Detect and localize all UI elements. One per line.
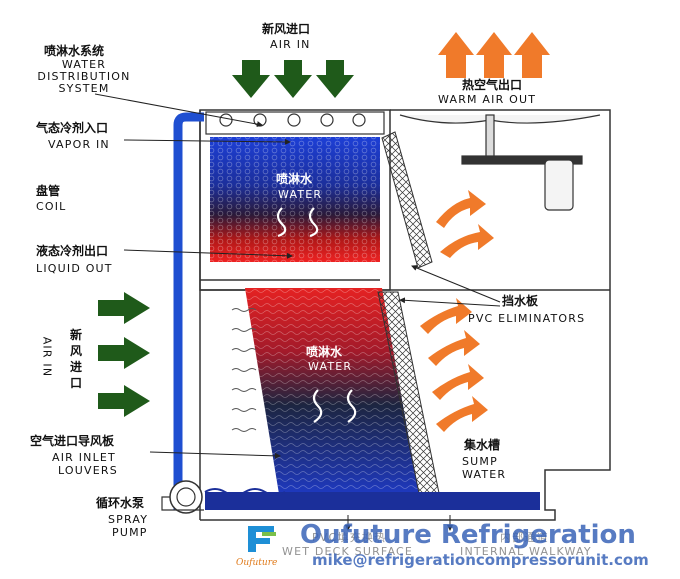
air-in-top-label-cn: 新风进口 bbox=[262, 22, 311, 36]
sump-label-en1: SUMP bbox=[462, 455, 498, 468]
vapor-in-label-cn: 气态冷剂入口 bbox=[36, 121, 109, 135]
pump-label-en1: SPRAY bbox=[108, 513, 149, 526]
air-in-side-label-cn4: 口 bbox=[70, 376, 83, 390]
water-dist-label-en2: DISTRIBUTION bbox=[37, 70, 131, 83]
warm-air-flow-arrows bbox=[420, 190, 494, 432]
air-in-top-arrows bbox=[232, 60, 354, 98]
liquid-out-label-cn: 液态冷剂出口 bbox=[36, 244, 109, 258]
water-dist-label-cn: 喷淋水系统 bbox=[44, 44, 105, 58]
louvers-label-cn: 空气进口导风板 bbox=[30, 434, 115, 448]
water-flow-arrows bbox=[276, 207, 357, 423]
coil-label-en: COIL bbox=[36, 200, 67, 213]
leader-lines bbox=[94, 93, 501, 531]
water-pipe bbox=[173, 112, 204, 510]
air-in-side-arrows bbox=[98, 292, 150, 417]
liquid-out-label-en: LIQUID OUT bbox=[36, 262, 113, 275]
brand-watermark: Oufuture Refrigeration bbox=[300, 520, 636, 550]
air-in-side-label-en: AIR IN bbox=[40, 336, 54, 378]
warm-air-out-arrows bbox=[438, 32, 550, 78]
spray-pump bbox=[161, 480, 204, 514]
walkway-label: INTERNAL WALKWAY bbox=[460, 545, 592, 558]
eliminators-label-cn: 挡水板 bbox=[502, 294, 539, 308]
warm-air-label-en: WARM AIR OUT bbox=[438, 93, 537, 106]
coil-block bbox=[210, 137, 380, 262]
air-in-side-label-cn3: 进 bbox=[70, 360, 83, 374]
water-dist-label-en1: WATER bbox=[61, 58, 107, 71]
air-in-side-label-cn1: 新 bbox=[70, 328, 83, 342]
water-dist-label-en3: SYSTEM bbox=[58, 82, 110, 95]
coil-water-label-cn: 喷淋水 bbox=[276, 172, 313, 186]
air-in-side-label-cn2: 风 bbox=[70, 344, 83, 358]
sump-label-en2: WATER bbox=[462, 468, 507, 481]
fan-assembly bbox=[399, 114, 601, 211]
spray-nozzles bbox=[205, 111, 385, 135]
warm-air-label-cn: 热空气出口 bbox=[462, 78, 523, 92]
sump-water bbox=[204, 488, 540, 510]
pump-label-en2: PUMP bbox=[112, 526, 148, 539]
coil-water-label-en: WATER bbox=[278, 188, 323, 201]
fill-water-label-cn: 喷淋水 bbox=[306, 345, 343, 359]
logo-subtext: Oufuture bbox=[236, 558, 278, 568]
louvers-label-en2: LOUVERS bbox=[58, 464, 118, 477]
brand-logo bbox=[248, 526, 276, 552]
louvers-label-en1: AIR INLET bbox=[52, 451, 116, 464]
wet-deck-label-cn: PVC填充换热 bbox=[312, 531, 387, 544]
air-in-top-label-en: AIR IN bbox=[270, 38, 311, 51]
coil-label-cn: 盘管 bbox=[36, 184, 61, 198]
sump-label-cn: 集水槽 bbox=[464, 438, 501, 452]
wet-deck-fill bbox=[245, 288, 420, 500]
eliminators-label-en: PVC ELIMINATORS bbox=[468, 312, 586, 325]
vapor-in-label-en: VAPOR IN bbox=[48, 138, 110, 151]
fill-water-label-en: WATER bbox=[308, 360, 353, 373]
walkway-label-cn: 内部通道 bbox=[500, 531, 549, 544]
air-inlet-louvers bbox=[231, 308, 257, 432]
pump-label-cn: 循环水泵 bbox=[96, 496, 145, 510]
wet-deck-label: WET DECK SURFACE bbox=[282, 545, 414, 558]
email-watermark: mike@refrigerationcompressorunit.com bbox=[312, 551, 649, 569]
